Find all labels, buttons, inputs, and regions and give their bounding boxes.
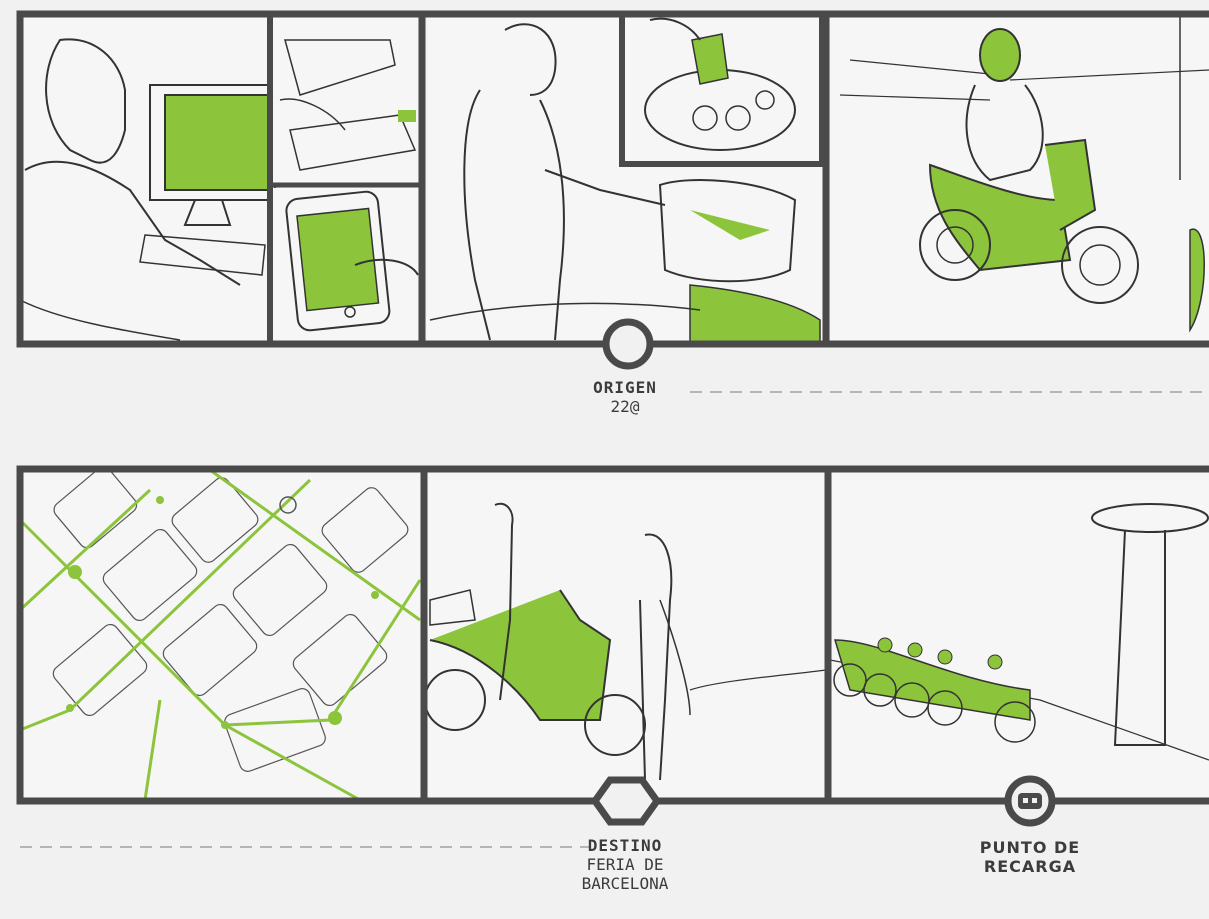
panel-smartphone-booking: [272, 188, 418, 344]
charging-label: PUNTO DE RECARGA: [955, 838, 1105, 876]
destination-title: DESTINO: [555, 836, 695, 855]
charging-title-1: PUNTO DE: [955, 838, 1105, 857]
charging-title-2: RECARGA: [955, 857, 1105, 876]
panel-computer-booking: [20, 14, 275, 344]
destination-line-1: FERIA DE: [555, 855, 695, 874]
destination-hexagon-marker-icon: [595, 780, 657, 822]
origin-circle-marker-icon: [606, 322, 650, 366]
charging-plug-marker-icon: [1008, 779, 1052, 823]
origin-title: ORIGEN: [560, 378, 690, 397]
panel-people-with-scooter: [425, 469, 826, 801]
origin-label: ORIGEN 22@: [560, 378, 690, 416]
destination-label: DESTINO FERIA DE BARCELONA: [555, 836, 695, 894]
destination-line-2: BARCELONA: [555, 874, 695, 893]
panel-phone-booking: [272, 14, 418, 184]
panel-card-on-dashboard: [622, 14, 822, 164]
origin-subtitle: 22@: [560, 397, 690, 416]
bottom-strip: [20, 464, 1209, 847]
panel-rider-on-scooter: [830, 14, 1209, 344]
panel-charging-station: [830, 469, 1209, 801]
top-strip: [20, 14, 1209, 392]
panel-route-map: [20, 464, 422, 801]
